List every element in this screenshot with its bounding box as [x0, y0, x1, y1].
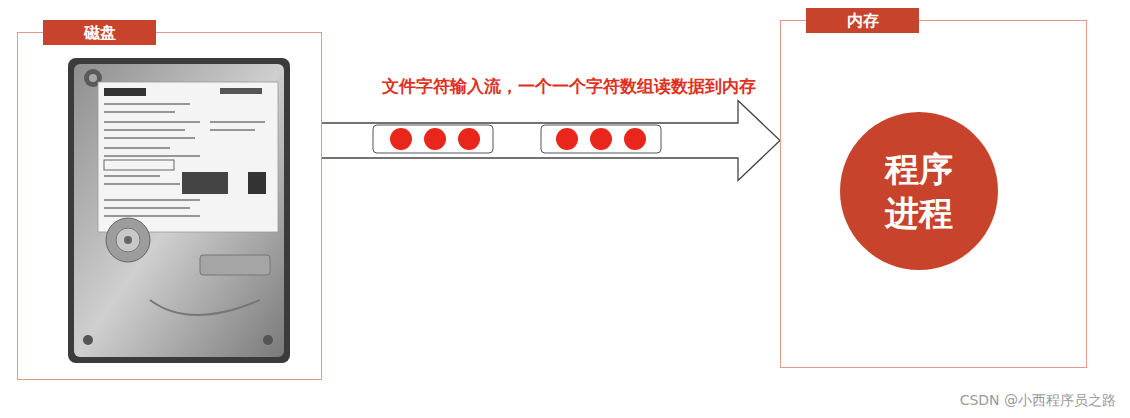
storage-frame: 磁盘 [17, 32, 322, 380]
memory-frame: 内存程序 进程 [780, 20, 1087, 368]
character-array-packet [541, 125, 661, 153]
hard-disk-illustration [68, 58, 290, 363]
flow-label: 文件字符输入流，一个一个字符数组读数据到内存 [380, 75, 758, 98]
flow-arrow [322, 101, 780, 181]
character-array-packet [373, 125, 493, 153]
frame-tab-label: 磁盘 [43, 20, 156, 45]
watermark: CSDN @小西程序员之路 [960, 392, 1116, 410]
process-circle: 程序 进程 [839, 111, 999, 271]
process-label: 程序 进程 [882, 147, 957, 235]
frame-tab-label: 内存 [806, 8, 919, 33]
circle-outline [839, 111, 999, 271]
